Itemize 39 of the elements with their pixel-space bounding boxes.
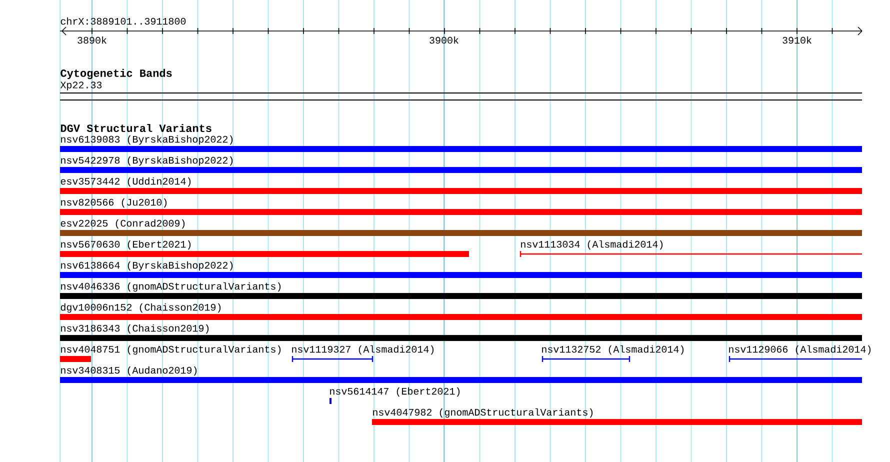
node-label: nsv3408315 (Audano2019) bbox=[61, 366, 197, 376]
tick-label: 3910k bbox=[782, 36, 812, 44]
node-label: esv22025 (Conrad2009) bbox=[60, 219, 185, 229]
variant-feature: nsv3186343 (Chaisson2019) bbox=[60, 324, 862, 341]
node-label: nsv6138664 (ByrskaBishop2022) bbox=[61, 261, 233, 271]
node-label: nsv5422978 (ByrskaBishop2022) bbox=[61, 156, 233, 166]
node-label: nsv5670630 (Ebert2021) bbox=[61, 240, 191, 250]
variant-feature: nsv5422978 (ByrskaBishop2022) bbox=[60, 156, 862, 173]
node-label: nsv3186343 (Chaisson2019) bbox=[61, 324, 209, 334]
node-label: nsv820566 (Ju2010) bbox=[61, 198, 167, 208]
node-label: nsv4047982 (gnomADStructuralVariants) bbox=[373, 408, 593, 418]
variant-feature: esv3573442 (Uddin2014) bbox=[60, 177, 862, 194]
variant-feature: nsv6139083 (ByrskaBishop2022) bbox=[60, 135, 862, 152]
node-label: dgv10006n152 (Chaisson2019) bbox=[60, 303, 221, 313]
node-label: esv3573442 (Uddin2014) bbox=[60, 177, 191, 187]
node-label: nsv5614147 (Ebert2021) bbox=[330, 387, 460, 397]
variant-feature: nsv820566 (Ju2010) bbox=[60, 198, 862, 215]
track-heading: Cytogenetic Bands bbox=[60, 68, 172, 80]
variant-feature: nsv6138664 (ByrskaBishop2022) bbox=[60, 261, 862, 278]
variant-feature: nsv3408315 (Audano2019) bbox=[60, 366, 862, 383]
track-heading: DGV Structural Variants bbox=[60, 124, 212, 132]
variant-feature: nsv1113034 (Alsmadi2014) bbox=[519, 240, 863, 258]
tick-label: 3890k bbox=[78, 36, 106, 44]
variant-feature: nsv4047982 (gnomADStructuralVariants) bbox=[372, 408, 862, 425]
variant-feature: esv22025 (Conrad2009) bbox=[60, 219, 862, 236]
node-label: nsv6139083 (ByrskaBishop2022) bbox=[61, 135, 233, 145]
variant-feature: nsv1129066 (Alsmadi2014) bbox=[728, 345, 871, 363]
band-label: Xp22.33 bbox=[60, 82, 102, 90]
node-label: nsv4046336 (gnomADStructuralVariants) bbox=[61, 282, 281, 292]
variant-feature: dgv10006n152 (Chaisson2019) bbox=[60, 303, 862, 320]
variant-feature: nsv5614147 (Ebert2021) bbox=[330, 387, 460, 404]
variant-feature: nsv4046336 (gnomADStructuralVariants) bbox=[60, 282, 862, 299]
region-label: chrX:3889101..3911800 bbox=[60, 17, 186, 25]
variant-feature: nsv5670630 (Ebert2021) bbox=[60, 240, 469, 257]
variant-feature: nsv1119327 (Alsmadi2014) bbox=[291, 345, 434, 363]
node-label: nsv4048751 (gnomADStructuralVariants) bbox=[61, 345, 281, 355]
variant-feature: nsv4048751 (gnomADStructuralVariants) bbox=[60, 345, 281, 362]
tick-label: 3900k bbox=[430, 36, 458, 44]
variant-feature: nsv1132752 (Alsmadi2014) bbox=[541, 345, 684, 363]
